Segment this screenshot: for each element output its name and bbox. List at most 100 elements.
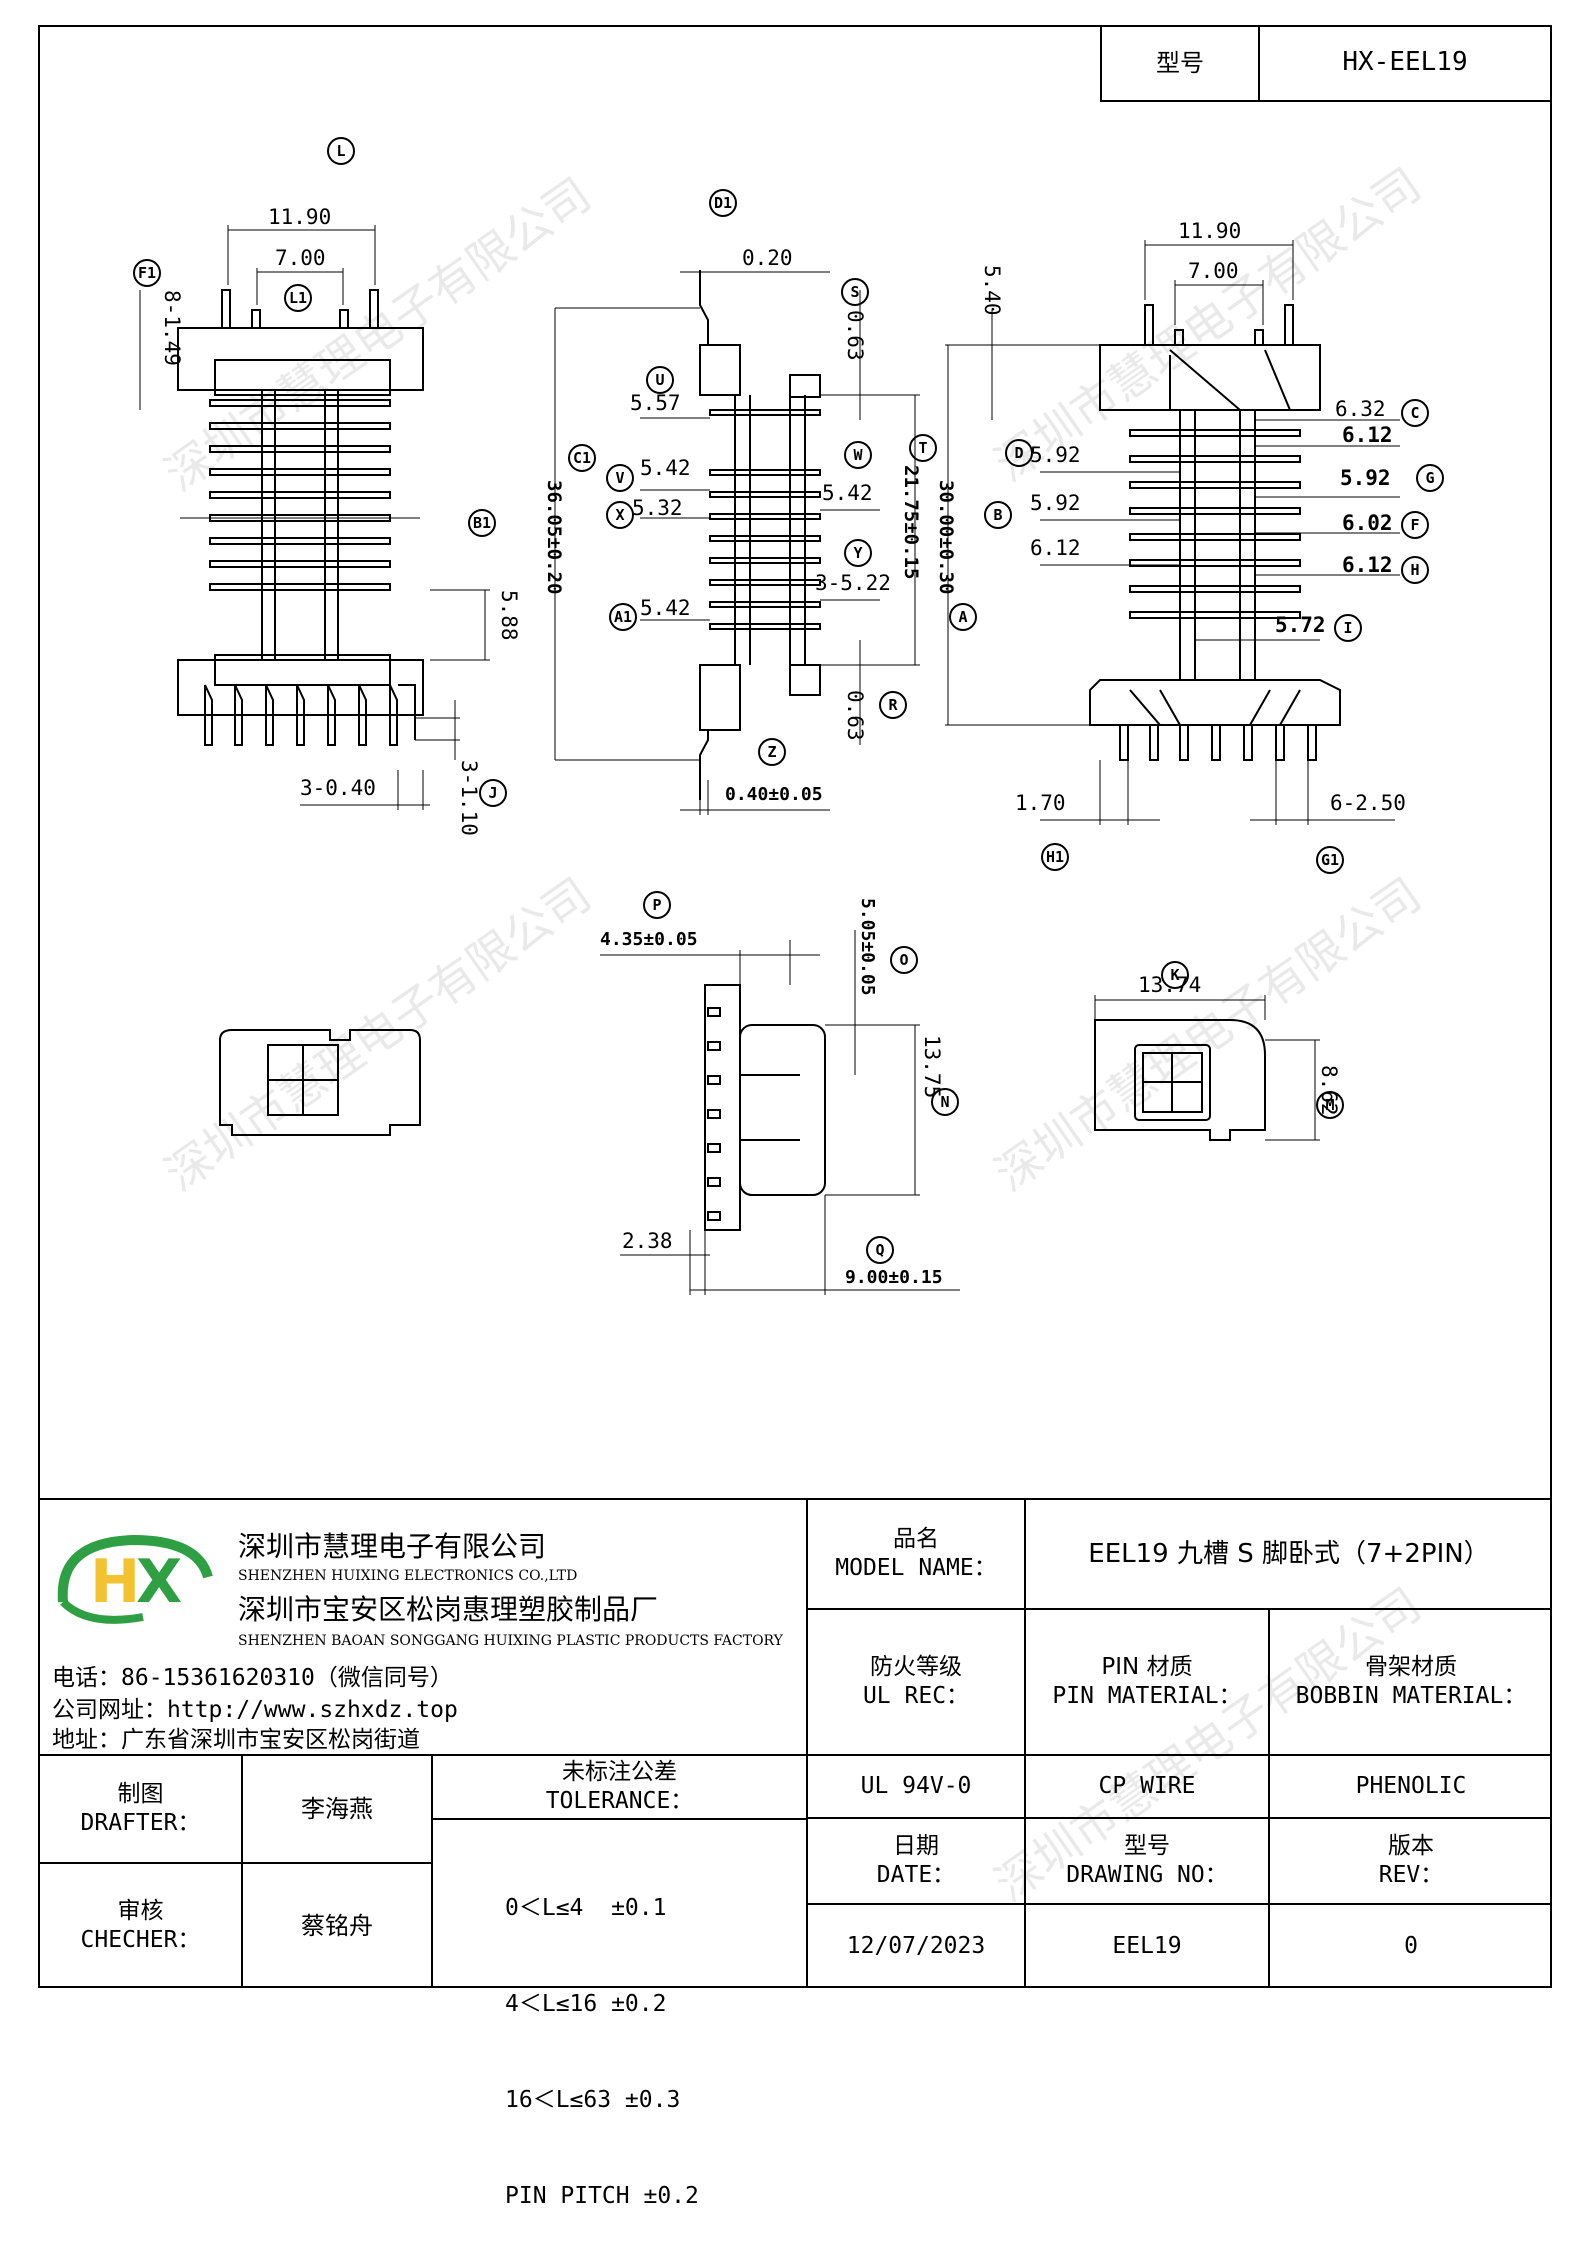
label-X: X	[615, 506, 624, 524]
svg-text:H: H	[90, 1547, 140, 1617]
dim-bot-13-75: 13.75	[920, 1035, 944, 1098]
fire-rating-label: 防火等级 UL REC：	[862, 1654, 970, 1709]
company-name-en: SHENZHEN HUIXING ELECTRONICS CO.,LTD	[238, 1568, 578, 1584]
label-H: H	[1410, 561, 1419, 579]
model-name-label: 品名 MODEL NAME：	[835, 1526, 997, 1581]
revision-label: 版本 REV：	[1378, 1833, 1444, 1888]
front-view-bobbin	[554, 270, 920, 815]
rule	[38, 1754, 1552, 1756]
dim-right-6-02: 6.02	[1342, 511, 1393, 535]
drawing-no-value: EEL19	[1112, 1933, 1182, 1960]
model-name-value: EEL19 九槽 S 脚卧式（7+2PIN）	[1088, 1538, 1490, 1569]
company-phone: 电话：86-15361620310（微信同号）	[52, 1665, 453, 1691]
revision-value: 0	[1404, 1933, 1418, 1960]
tolerance-line: 16＜L≤63 ±0.3	[505, 2087, 681, 2113]
technical-drawing: L L1 F1 B1 J D1 S U C1 V X A1 W Y T R Z …	[133, 137, 1444, 1295]
dim-right-5-40: 5.40	[980, 265, 1004, 316]
drawing-no-label: 型号 DRAWING NO：	[1066, 1833, 1228, 1888]
label-M: M	[1325, 1096, 1334, 1114]
dim-bot-5-05: 5.05±0.05	[857, 898, 878, 996]
label-L1: L1	[289, 289, 307, 307]
label-D1: D1	[714, 194, 732, 212]
dim-front-0-20: 0.20	[742, 246, 793, 270]
label-Y: Y	[853, 544, 862, 562]
dim-front-3-522: 3-5.22	[815, 571, 891, 595]
dim-front-36-05: 36.05±0.20	[543, 480, 565, 594]
rule	[38, 1862, 433, 1864]
checker-label: 审核 CHECHER：	[80, 1898, 201, 1953]
tolerance-label: 未标注公差 TOLERANCE：	[545, 1759, 694, 1814]
dim-side-f1: 8-1.49	[160, 290, 184, 366]
dim-right-6-32: 6.32	[1335, 397, 1386, 421]
factory-name-en: SHENZHEN BAOAN SONGGANG HUIXING PLASTIC …	[238, 1633, 783, 1649]
right-view-bobbin	[945, 240, 1400, 825]
label-F: F	[1410, 516, 1419, 534]
checker-name: 蔡铭舟	[301, 1912, 373, 1940]
dim-side-3-040: 3-0.40	[300, 776, 376, 800]
dim-front-5-32: 5.32	[632, 496, 683, 520]
label-G: G	[1425, 469, 1434, 487]
dim-side-5-88: 5.88	[497, 590, 521, 641]
dim-front-5-42-c: 5.42	[640, 596, 691, 620]
dim-right-30-00: 30.00±0.30	[935, 480, 957, 594]
label-O: O	[899, 951, 908, 969]
company-website[interactable]: 公司网址：http://www.szhxdz.top	[52, 1697, 458, 1723]
rule	[808, 1817, 1552, 1819]
label-U: U	[655, 371, 664, 389]
label-R: R	[888, 696, 898, 714]
header-model-value: HX-EEL19	[1342, 47, 1468, 78]
label-P: P	[652, 896, 661, 914]
tolerance-line: 4＜L≤16 ±0.2	[505, 1991, 667, 2017]
tolerance-list: 0＜L≤4 ±0.1 4＜L≤16 ±0.2 16＜L≤63 ±0.3 PIN …	[505, 1828, 699, 2244]
label-S: S	[850, 283, 859, 301]
side-view-bobbin	[139, 225, 490, 810]
rule	[431, 1754, 433, 1988]
label-B: B	[993, 506, 1002, 524]
bobbin-material-value: PHENOLIC	[1355, 1773, 1467, 1800]
label-D: D	[1014, 444, 1023, 462]
label-N: N	[940, 1093, 949, 1111]
pin-material-label: PIN 材质 PIN MATERIAL：	[1052, 1654, 1242, 1709]
drawing-sheet-frame	[38, 25, 1552, 1988]
dim-side-7-00: 7.00	[275, 246, 326, 270]
dim-front-5-57: 5.57	[630, 391, 681, 415]
dim-front-21-75: 21.75±0.15	[900, 465, 922, 579]
rule	[1024, 1498, 1026, 1988]
label-H1: H1	[1046, 848, 1064, 866]
dim-bot-8-62: 8.62	[1317, 1065, 1341, 1116]
dim-right-6-250: 6-2.50	[1330, 791, 1406, 815]
rule	[1268, 1608, 1270, 1988]
dim-right-7-00: 7.00	[1188, 259, 1239, 283]
date-value: 12/07/2023	[846, 1933, 986, 1960]
rule	[808, 1903, 1552, 1905]
label-A: A	[958, 608, 967, 626]
tolerance-line: PIN PITCH ±0.2	[505, 2183, 699, 2209]
end-view-bobbin	[219, 1029, 421, 1136]
factory-name-cn: 深圳市宝安区松岗惠理塑胶制品厂	[238, 1593, 659, 1626]
dim-right-5-92-b: 5.92	[1340, 466, 1391, 490]
dim-side-11-90: 11.90	[268, 205, 331, 229]
dim-front-0-63-top: 0.63	[843, 310, 867, 361]
rule	[241, 1754, 243, 1988]
label-I: I	[1343, 619, 1352, 637]
dim-right-1-70: 1.70	[1015, 791, 1066, 815]
label-F1: F1	[138, 264, 156, 282]
dim-front-0-40: 0.40±0.05	[725, 784, 823, 805]
dim-front-0-63-bot: 0.63	[843, 690, 867, 741]
label-Q: Q	[875, 1241, 884, 1259]
label-B1: B1	[473, 514, 491, 532]
end-view-right-bobbin	[1094, 995, 1320, 1141]
dim-right-11-90: 11.90	[1178, 219, 1241, 243]
label-J: J	[488, 784, 497, 802]
label-C: C	[1410, 404, 1419, 422]
pin-material-value: CP WIRE	[1098, 1773, 1196, 1800]
dim-side-3-110: 3-1.10	[457, 760, 481, 836]
date-label: 日期 DATE：	[876, 1833, 956, 1888]
company-address: 地址：广东省深圳市宝安区松岗街道	[52, 1727, 420, 1753]
rule	[806, 1498, 808, 1988]
dim-right-6-12-a: 6.12	[1342, 423, 1393, 447]
rule	[808, 1608, 1552, 1610]
drafter-name: 李海燕	[301, 1795, 373, 1823]
label-W: W	[853, 446, 863, 464]
header-model-label-cell: 型号	[1100, 25, 1260, 102]
